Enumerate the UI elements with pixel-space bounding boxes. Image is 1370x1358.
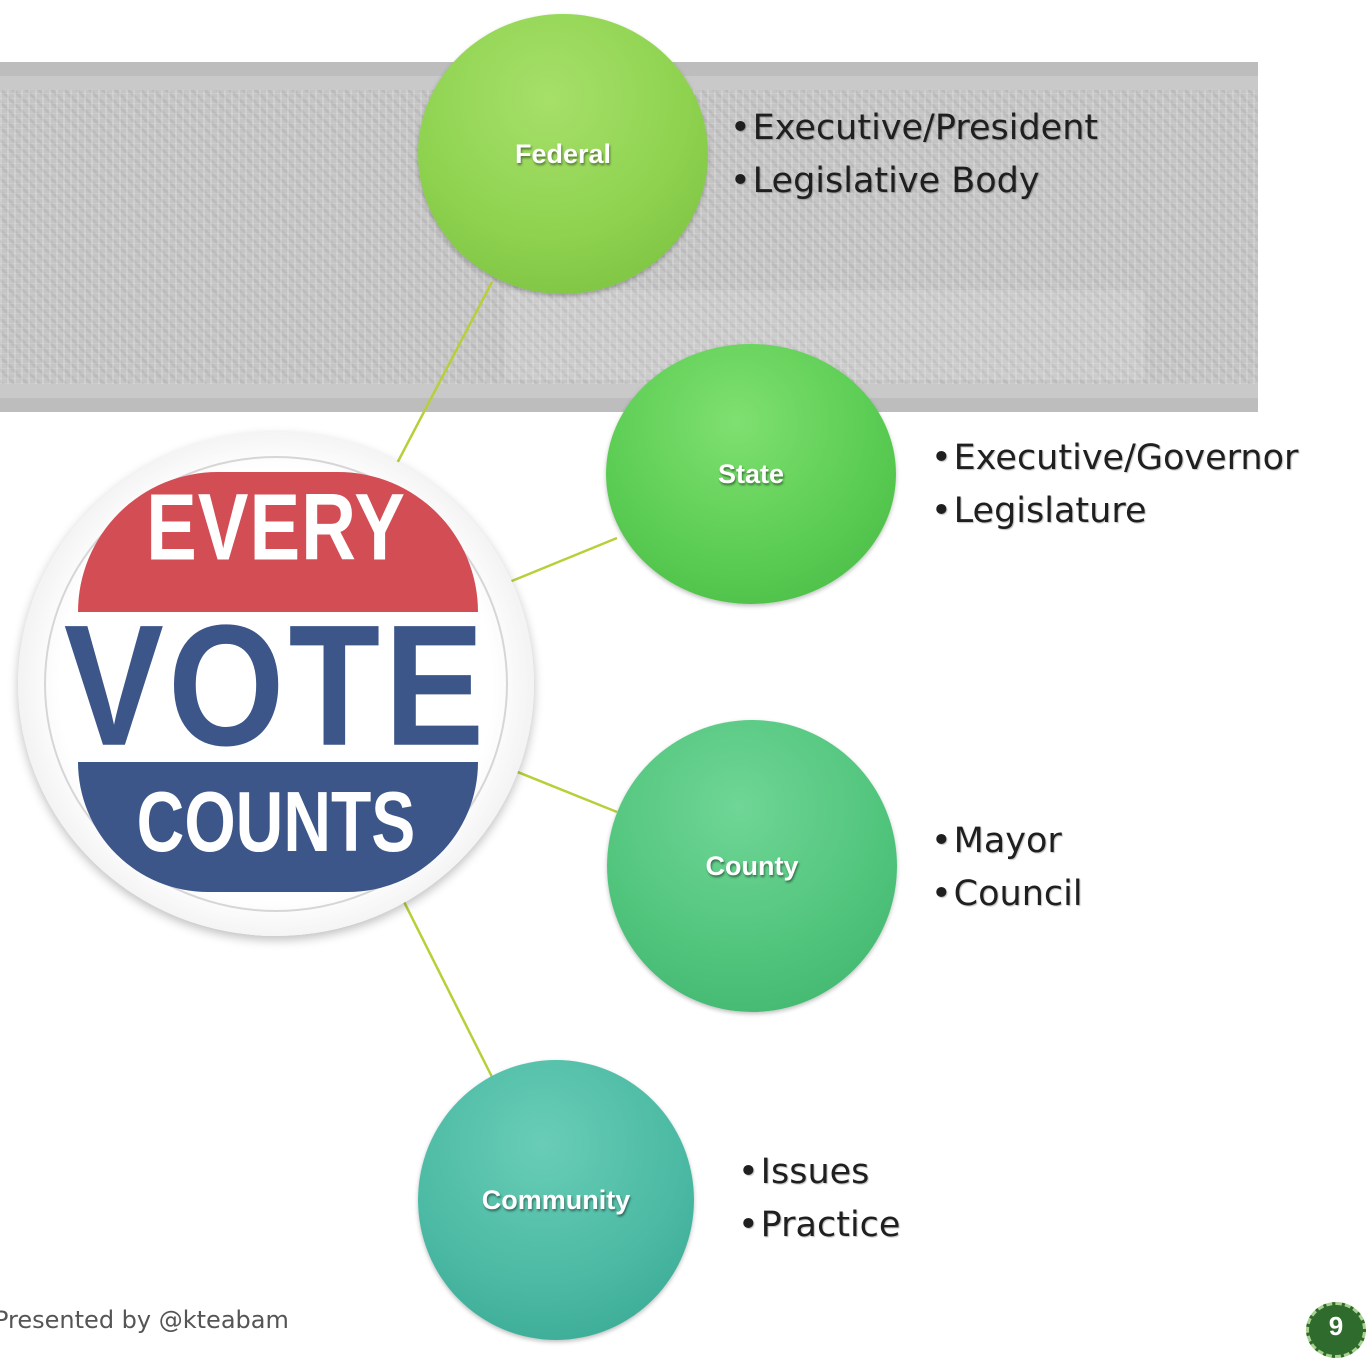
- button-red-band: [78, 472, 478, 612]
- list-item: Legislature: [931, 485, 1298, 538]
- list-item: Legislative Body: [730, 155, 1098, 208]
- button-blue-band: [78, 762, 478, 892]
- level-county-list: Mayor Council: [931, 815, 1083, 921]
- button-text-every: EVERY: [146, 474, 406, 581]
- level-state-label: State: [717, 458, 785, 489]
- level-state-circle: State: [606, 344, 896, 604]
- level-community-circle: Community: [418, 1060, 694, 1340]
- level-federal-label: Federal: [514, 138, 612, 169]
- list-item: Executive/President: [730, 102, 1098, 155]
- level-county-circle: County: [607, 720, 897, 1012]
- list-item: Practice: [738, 1199, 901, 1252]
- button-text-counts: COUNTS: [136, 772, 416, 870]
- level-federal-list: Executive/President Legislative Body: [730, 102, 1098, 208]
- list-item: Mayor: [931, 815, 1083, 868]
- list-item: Issues: [738, 1146, 900, 1199]
- button-ring: [44, 456, 508, 912]
- level-community-list: Issues Practice: [738, 1146, 901, 1252]
- list-item: Executive/Governor: [931, 432, 1299, 485]
- slide-number: 9: [1328, 1311, 1344, 1341]
- connector-federal: [380, 281, 494, 493]
- level-county-label: County: [705, 850, 799, 881]
- slide-number-badge: 9: [1306, 1302, 1366, 1358]
- level-state-list: Executive/Governor Legislature: [931, 432, 1299, 538]
- every-vote-counts-button-image: EVERY VOTE COUNTS: [18, 432, 534, 936]
- button-text-vote: VOTE: [63, 588, 489, 782]
- list-item: Council: [931, 868, 1083, 921]
- presenter-footer: Presented by @kteabam: [0, 1306, 289, 1334]
- level-federal-circle: Federal: [418, 14, 708, 294]
- level-community-label: Community: [481, 1184, 631, 1215]
